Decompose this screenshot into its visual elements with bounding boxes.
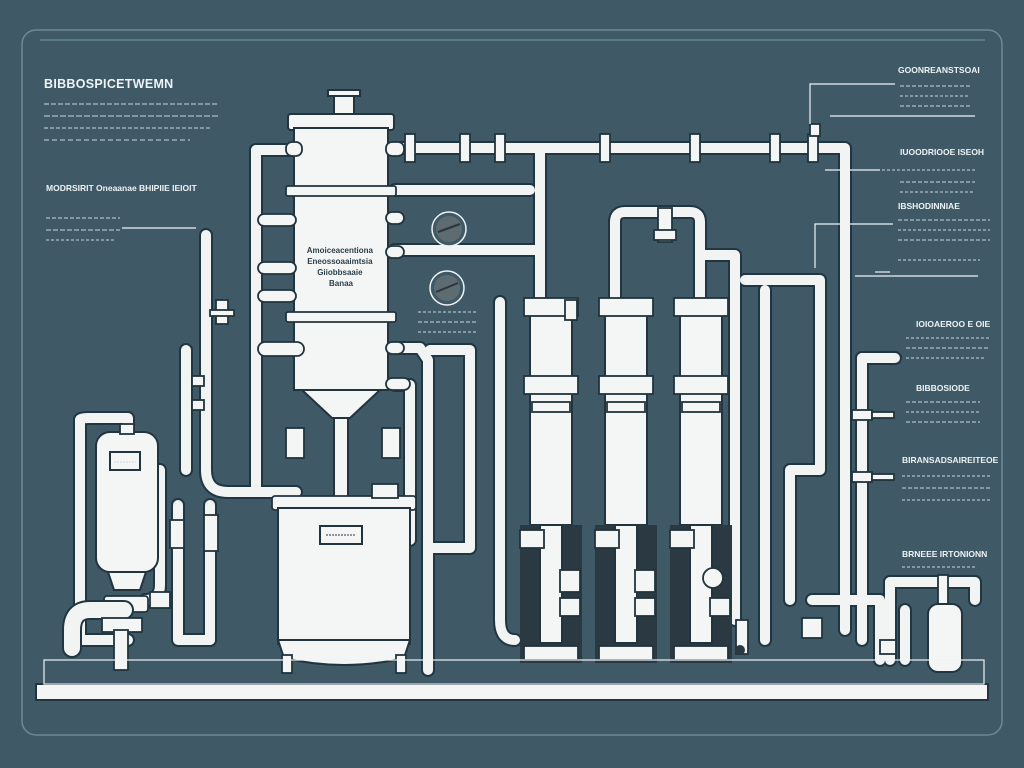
right-note-header-7: BRNEEE IRTONIONN xyxy=(902,549,987,559)
right-notes: GOONREANSTSOAI IUOODRIOOE ISEOH IBSHODIN… xyxy=(882,65,999,568)
right-note-header-2: IUOODRIOOE ISEOH xyxy=(900,147,984,157)
main-tank-label: Amoiceacentiona Eneossoaaimtsia Giiobbsa… xyxy=(307,246,375,288)
diagram-title: BIBBOSPICETWEMN xyxy=(44,77,174,91)
right-note-header-6: BIRANSADSAIREITEOE xyxy=(902,455,999,465)
base-rail xyxy=(43,659,985,685)
title-text-lines xyxy=(44,103,218,141)
filter-column-3 xyxy=(669,297,732,663)
right-note-header-3: IBSHODINNIAE xyxy=(898,201,960,211)
left-note-header: MODRSIRIT Oneaanae BHIPIIE IEIOIT xyxy=(46,183,197,193)
pipe-joints xyxy=(404,123,821,163)
column-top-valves xyxy=(564,207,677,321)
pressure-gauge-upper xyxy=(431,211,467,247)
filter-column-1 xyxy=(519,297,582,663)
right-note-header-1: GOONREANSTSOAI xyxy=(898,65,980,75)
feed-tank xyxy=(62,423,159,671)
right-note-header-5: BIBBOSIODE xyxy=(916,383,970,393)
right-leader-lines xyxy=(809,83,978,277)
base-platform xyxy=(35,683,989,701)
right-note-header-4: IOIOAEROO E OIE xyxy=(916,319,990,329)
right-equipment xyxy=(735,409,963,673)
valve-cluster-left xyxy=(149,299,401,609)
frame xyxy=(21,29,1003,736)
pressure-gauge-lower xyxy=(429,270,465,306)
left-note-lines xyxy=(46,217,196,241)
filter-column-2 xyxy=(594,297,657,663)
collection-tank xyxy=(271,495,417,674)
main-tank: Amoiceacentiona Eneossoaaimtsia Giiobbsa… xyxy=(257,89,411,499)
gauge-note-lines xyxy=(418,311,478,333)
